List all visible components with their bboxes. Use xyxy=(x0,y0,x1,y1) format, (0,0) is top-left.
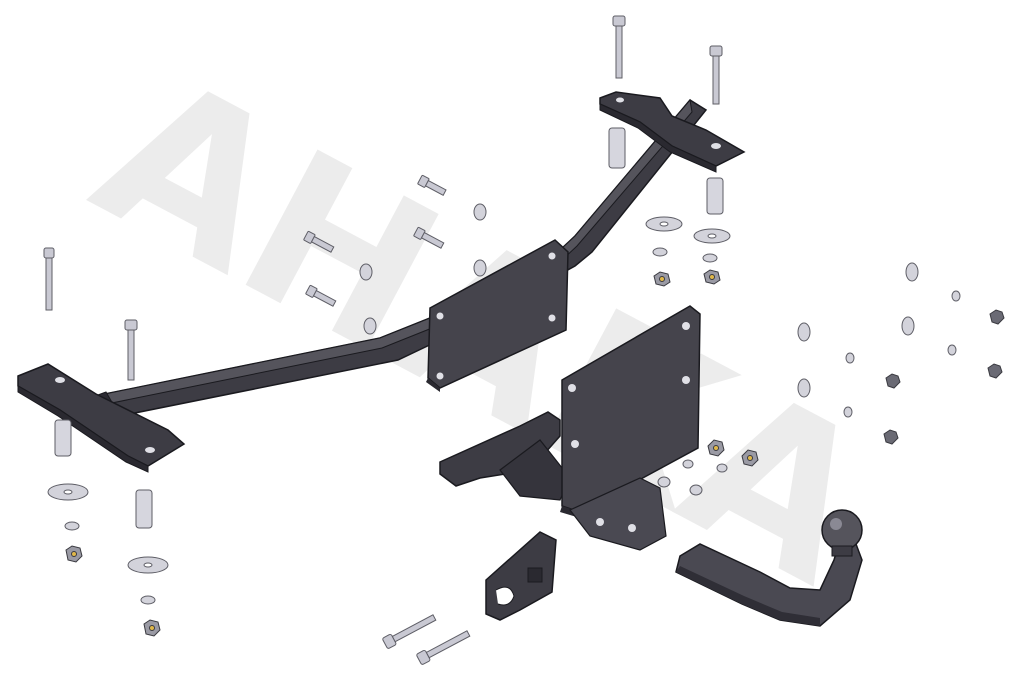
washer xyxy=(47,483,89,501)
washers xyxy=(47,203,961,605)
washer xyxy=(363,317,377,335)
towbar-receiver-plate xyxy=(439,305,701,551)
nut xyxy=(885,373,901,389)
nut xyxy=(143,619,161,637)
washer xyxy=(845,352,855,364)
bolt-left-1 xyxy=(43,247,55,311)
washer xyxy=(797,322,811,342)
right-mounting-bracket xyxy=(599,91,746,173)
washer xyxy=(473,259,487,277)
washer xyxy=(797,378,811,398)
nut xyxy=(987,363,1003,379)
washer xyxy=(702,253,718,263)
bolt-small-3 xyxy=(413,226,445,249)
bolt-small-1 xyxy=(417,174,447,196)
nut xyxy=(703,269,721,285)
nut xyxy=(989,309,1005,325)
washer xyxy=(947,344,957,356)
bolt-top-2 xyxy=(709,45,723,105)
washer xyxy=(689,484,703,496)
nut xyxy=(707,439,725,457)
spacer-left-1 xyxy=(54,419,72,457)
bolt-small-2 xyxy=(303,230,335,253)
washer xyxy=(127,556,169,574)
spacer-top-2 xyxy=(706,177,724,215)
spacer-left-2 xyxy=(135,489,153,529)
bolt-bottom-1 xyxy=(382,614,437,649)
washer xyxy=(682,459,694,469)
washer xyxy=(843,406,853,418)
washer xyxy=(951,290,961,302)
bolt-left-2 xyxy=(124,319,138,381)
mounting-bolts xyxy=(43,15,723,665)
bolt-small-4 xyxy=(305,284,337,307)
washer xyxy=(693,228,731,244)
washer xyxy=(905,262,919,282)
socket-bracket xyxy=(485,531,557,621)
spacer-sleeves xyxy=(54,127,724,529)
washer xyxy=(645,216,683,232)
washer xyxy=(716,463,728,473)
washer xyxy=(652,247,668,257)
nut xyxy=(741,449,759,467)
nut xyxy=(653,271,671,287)
washer xyxy=(140,595,156,605)
left-mounting-bracket xyxy=(17,363,186,473)
nuts xyxy=(65,269,1005,637)
spacer-top-1 xyxy=(608,127,626,169)
nut xyxy=(65,545,83,563)
washer xyxy=(901,316,915,336)
center-reinforcement-plate xyxy=(426,239,569,392)
tow-ball-neck xyxy=(675,509,863,627)
bolt-top-1 xyxy=(612,15,626,79)
washer xyxy=(473,203,487,221)
washer xyxy=(657,476,671,488)
washer xyxy=(64,521,80,531)
washer xyxy=(359,263,373,281)
bolt-bottom-2 xyxy=(416,630,471,665)
nut xyxy=(883,429,899,445)
